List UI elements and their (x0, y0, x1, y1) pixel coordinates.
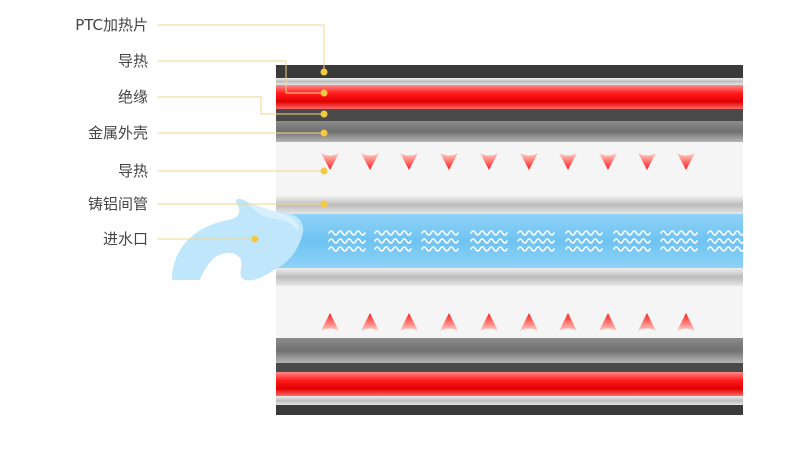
dot-aluminum-tube (320, 200, 328, 208)
heat-arrow-down-icon (559, 153, 577, 170)
wave-icon (374, 230, 412, 252)
heat-arrow-up-icon (638, 313, 656, 331)
bottom-metal-shell-layer (276, 338, 743, 363)
bottom-insulation-layer (276, 363, 743, 372)
heat-arrow-up-icon (440, 313, 458, 331)
dot-insulation (320, 110, 328, 118)
heat-arrows-down (321, 153, 695, 170)
heat-arrow-down-icon (361, 153, 379, 170)
leader-line-heat-top (157, 60, 324, 94)
heat-arrows-up (321, 313, 695, 331)
heat-arrow-down-icon (520, 153, 538, 170)
heat-arrow-down-icon (321, 153, 339, 170)
layer-stack (276, 65, 743, 415)
wave-icon (328, 230, 366, 252)
dot-metal-shell (320, 129, 328, 137)
top-aluminum-tube-layer (276, 196, 743, 214)
bottom-thin-gray-layer (276, 396, 743, 405)
top-ptc-heater-layer (276, 85, 743, 109)
label-cast-aluminum-tube: 铸铝间管 (87, 195, 148, 213)
heat-arrow-up-icon (480, 313, 498, 331)
label-ptc-heater: PTC加热片 (75, 16, 148, 34)
label-heat-conduction-mid: 导热 (117, 162, 148, 180)
dot-heat-top (320, 89, 328, 97)
heat-arrow-up-icon (400, 313, 418, 331)
bottom-heat-conduction-layer (276, 286, 743, 338)
top-insulation-layer (276, 109, 743, 121)
heat-arrow-up-icon (361, 313, 379, 331)
dot-water-inlet (251, 235, 259, 243)
top-thin-gray-layer (276, 78, 743, 85)
water-channel-layer (276, 214, 743, 268)
water-splash-highlight (246, 201, 299, 232)
heat-arrow-down-icon (677, 153, 695, 170)
heat-arrow-up-icon (321, 313, 339, 331)
heat-arrow-down-icon (440, 153, 458, 170)
wave-icon (660, 230, 698, 252)
label-metal-shell: 金属外壳 (87, 124, 148, 142)
label-heat-conduction-top: 导热 (117, 52, 148, 70)
heat-arrow-up-icon (599, 313, 617, 331)
bottom-dark-layer (276, 405, 743, 415)
heat-arrow-up-icon (677, 313, 695, 331)
wave-icon (565, 230, 603, 252)
wave-icon (470, 230, 508, 252)
top-heat-conduction-layer (276, 142, 743, 196)
water-splash-icon (172, 198, 304, 281)
leader-dots (251, 68, 328, 243)
dot-heat-mid (320, 167, 328, 175)
label-water-inlet: 进水口 (102, 230, 148, 248)
top-dark-layer (276, 65, 743, 78)
heat-arrow-up-icon (520, 313, 538, 331)
wave-icon (421, 230, 459, 252)
wave-icon (707, 230, 745, 252)
dot-ptc (320, 68, 328, 76)
leader-line-ptc (157, 24, 325, 72)
wave-row (328, 230, 745, 252)
wave-icon (613, 230, 651, 252)
heat-arrow-down-icon (400, 153, 418, 170)
leader-line-insulation (157, 96, 324, 115)
heat-arrow-down-icon (480, 153, 498, 170)
wave-icon (517, 230, 555, 252)
bottom-ptc-heater-layer (276, 372, 743, 396)
top-metal-shell-layer (276, 121, 743, 142)
heat-arrow-down-icon (638, 153, 656, 170)
heat-arrow-down-icon (599, 153, 617, 170)
heat-arrow-up-icon (559, 313, 577, 331)
label-insulation: 绝缘 (117, 88, 148, 106)
bottom-aluminum-tube-layer (276, 268, 743, 286)
leader-lines (157, 24, 325, 240)
